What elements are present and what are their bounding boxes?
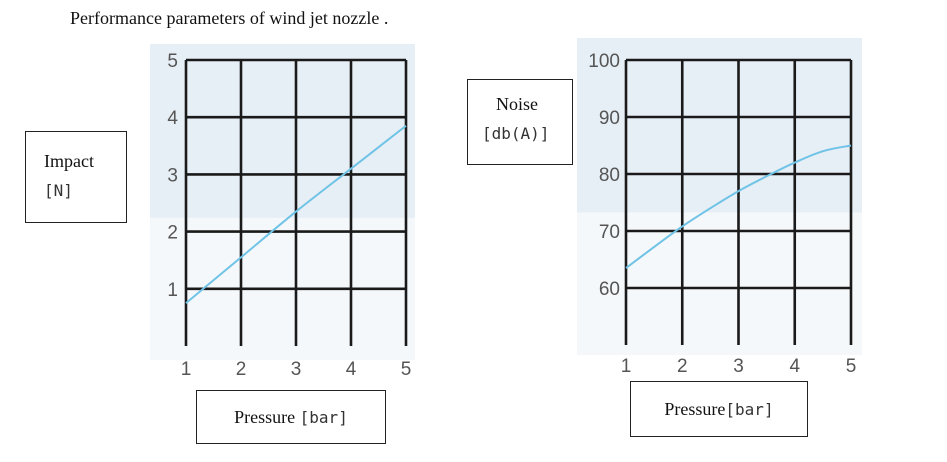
noise-y-tick-label: 90 — [599, 108, 620, 129]
impact-x-tick-label: 2 — [236, 359, 247, 380]
impact-x-tick-label: 4 — [346, 359, 357, 380]
impact-y-axis-unit: [N] — [44, 181, 73, 200]
impact-x-tick-label: 1 — [181, 359, 192, 380]
impact-y-axis-label-box: Impact [N] — [25, 131, 127, 223]
noise-x-tick-label: 2 — [677, 356, 688, 377]
impact-y-tick-label: 4 — [167, 108, 178, 129]
noise-x-tick-label: 3 — [733, 356, 744, 377]
noise-y-tick-label: 60 — [599, 279, 620, 300]
impact-y-tick-label: 5 — [167, 51, 178, 72]
impact-y-axis-label: Impact — [44, 151, 94, 171]
impact-y-tick-label: 2 — [167, 223, 178, 244]
noise-y-tick-label: 80 — [599, 165, 620, 186]
impact-x-axis-label: Pressure — [234, 406, 296, 427]
impact-x-axis-unit: [bar] — [299, 407, 348, 427]
noise-x-axis-unit: [bar] — [725, 399, 774, 419]
noise-chart: 60 70 80 90 100 1 2 3 4 5 — [577, 38, 862, 377]
impact-series-line — [185, 124, 407, 304]
impact-y-tick-label: 3 — [167, 165, 178, 186]
page-title: Performance parameters of wind jet nozzl… — [70, 8, 389, 28]
noise-series-line — [625, 144, 852, 269]
noise-x-axis-label-box: Pressure[bar] — [630, 381, 808, 437]
noise-x-tick-label: 5 — [846, 356, 857, 377]
noise-y-axis-unit: [db(A)] — [482, 124, 550, 143]
noise-x-tick-label: 1 — [621, 356, 632, 377]
noise-y-tick-label: 70 — [599, 222, 620, 243]
impact-x-axis-label-box: Pressure [bar] — [196, 390, 386, 444]
noise-y-tick-label: 100 — [588, 51, 620, 72]
impact-chart: 1 2 3 4 5 1 2 3 4 5 — [150, 44, 415, 380]
noise-plot-background-fade — [577, 212, 862, 355]
noise-x-axis-label: Pressure — [664, 398, 726, 419]
impact-x-tick-label: 5 — [401, 359, 412, 380]
impact-x-tick-label: 3 — [291, 359, 302, 380]
impact-y-tick-label: 1 — [167, 280, 178, 301]
noise-y-axis-label: Noise — [496, 94, 538, 114]
noise-x-tick-label: 4 — [789, 356, 800, 377]
noise-y-axis-label-box: Noise [db(A)] — [467, 79, 573, 165]
